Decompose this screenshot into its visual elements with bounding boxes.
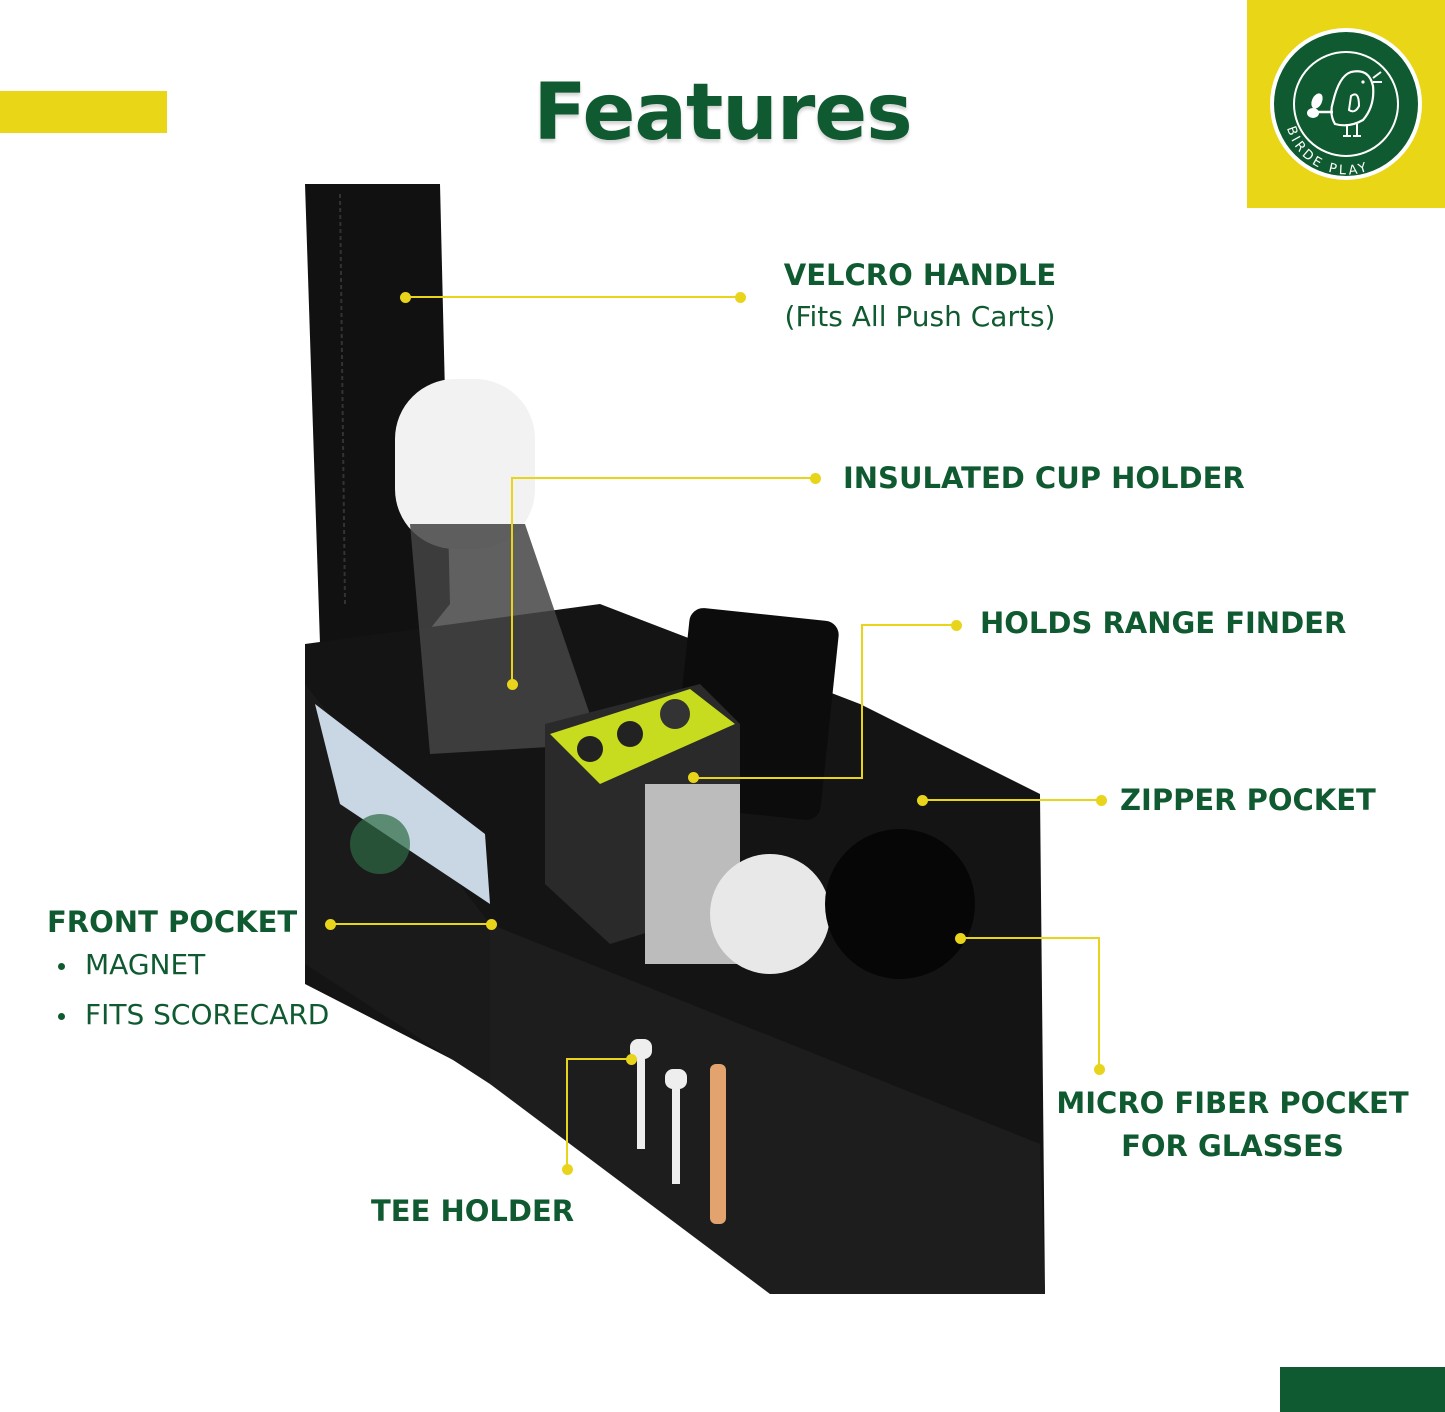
- tee-holder-horizontal-line: [566, 1058, 630, 1060]
- glasses-pocket-horizontal-line: [960, 937, 1100, 939]
- zipper-pocket-title: ZIPPER POCKET: [1120, 783, 1376, 817]
- cup-holder-title: INSULATED CUP HOLDER: [843, 461, 1245, 495]
- bird-golf-club-icon: BIRDE PLAY: [1270, 28, 1422, 180]
- golf-organizer-bag-illustration: [305, 184, 1045, 1294]
- product-image: [300, 184, 1045, 1294]
- range-finder-vertical-line: [861, 624, 863, 779]
- brand-logo-box: BIRDE PLAY: [1247, 0, 1445, 208]
- cup-holder-vertical-line: [511, 477, 513, 684]
- glasses-pocket-line2: FOR GLASSES: [1121, 1129, 1344, 1163]
- glasses-pocket-callout: MICRO FIBER POCKET FOR GLASSES: [1040, 1086, 1425, 1163]
- zipper-pocket-end-dot: [1096, 795, 1107, 806]
- tee-holder-end-dot: [562, 1164, 573, 1175]
- velcro-handle-title: VELCRO HANDLE: [783, 258, 1057, 292]
- glasses-pocket-line1: MICRO FIBER POCKET: [1056, 1086, 1409, 1120]
- green-accent-bar: [1280, 1367, 1445, 1412]
- velcro-handle-callout: VELCRO HANDLE (Fits All Push Carts): [760, 258, 1080, 333]
- front-pocket-bullet-scorecard: FITS SCORECARD: [58, 998, 329, 1031]
- front-pocket-title: FRONT POCKET: [47, 905, 298, 939]
- range-finder-end-dot: [951, 620, 962, 631]
- front-pocket-bullet-magnet: MAGNET: [58, 948, 205, 981]
- front-pocket-anchor-dot: [486, 919, 497, 930]
- range-finder-title: HOLDS RANGE FINDER: [980, 606, 1347, 640]
- cup-holder-anchor-dot: [507, 679, 518, 690]
- velcro-handle-leader-line: [405, 296, 741, 298]
- front-pocket-leader-line: [330, 923, 492, 925]
- velcro-handle-end-dot: [735, 292, 746, 303]
- glasses-pocket-end-dot: [1094, 1064, 1105, 1075]
- range-finder-bottom-line: [693, 777, 863, 779]
- tee-holder-anchor-dot: [626, 1054, 637, 1065]
- tee-holder-title: TEE HOLDER: [371, 1194, 575, 1228]
- velcro-handle-subtitle: (Fits All Push Carts): [784, 300, 1056, 333]
- bullet-icon: [58, 1012, 65, 1020]
- glasses-pocket-vertical-line: [1098, 937, 1100, 1070]
- tee-holder-vertical-line: [566, 1058, 568, 1170]
- yellow-accent-bar: [0, 91, 167, 133]
- bullet-icon: [58, 962, 65, 970]
- cup-holder-end-dot: [810, 473, 821, 484]
- cup-holder-horizontal-line: [511, 477, 816, 479]
- page-title: Features: [533, 68, 912, 158]
- range-finder-top-line: [861, 624, 956, 626]
- zipper-pocket-leader-line: [922, 799, 1102, 801]
